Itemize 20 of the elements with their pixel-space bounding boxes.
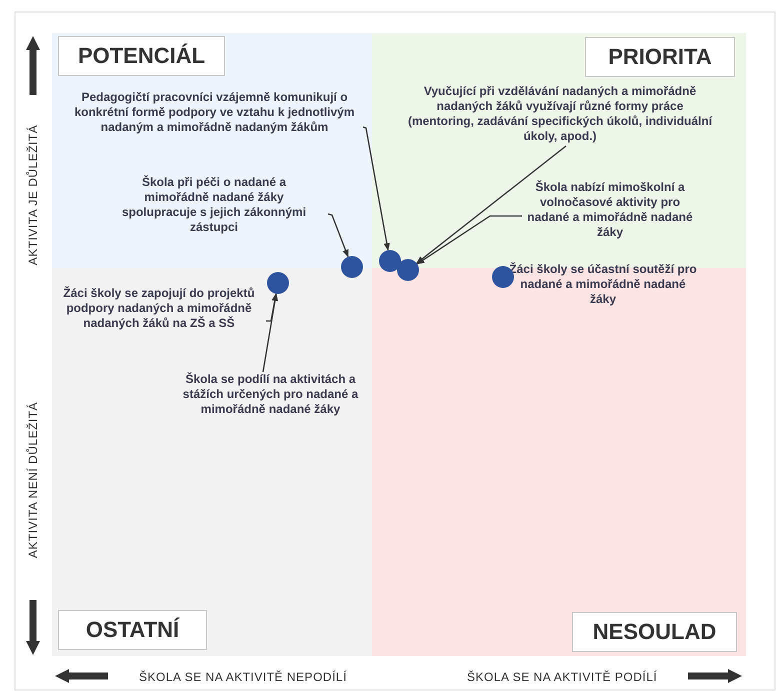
leader-line [416,215,522,264]
leader-line [416,145,566,264]
axis-label: AKTIVITA NENÍ DŮLEŽITÁ [26,402,40,558]
point-description: Škola se podílí na aktivitách a stážích určených pro nadané a mimořádně nadané žáky [182,372,360,417]
quadrant-title: POTENCIÁL [58,36,225,76]
quadrant-title: PRIORITA [585,37,735,77]
point-description: Škola nabízí mimoškolní a volnočasové aktivity pro nadané a mimořádně nadané žáky [526,180,694,240]
point-description: Vyučující při vzdělávání nadaných a mimořádně nadaných žáků využívají různé formy práce (mentoring, zadávání specifických úkolů, individuální úkoly, apod.) [406,84,714,144]
point-description: Žáci školy se zapojují do projektů podpory nadaných a mimořádně nadaných žáků na ZŠ a SŠ [62,286,256,331]
leader-line [328,213,349,258]
quadrant-title: OSTATNÍ [58,610,207,650]
leader-line [262,293,278,372]
point-description: Pedagogičtí pracovníci vzájemně komunikují o konkrétní formě podpory ve vztahu k jednotlivým nadaným a mimořádně nadaným žákům [73,90,356,135]
axis-label: ŠKOLA SE NA AKTIVITĚ PODÍLÍ [467,670,658,684]
axis-label: AKTIVITA JE DŮLEŽITÁ [26,124,40,266]
leader-line [362,126,390,251]
point-description: Škola při péči o nadané a mimořádně nadané žáky spolupracuje s jejich zákonnými zástupci [120,175,308,235]
axis-label: ŠKOLA SE NA AKTIVITĚ NEPODÍLÍ [139,670,347,684]
quadrant-title: NESOULAD [572,612,737,652]
leader-line [266,293,278,322]
